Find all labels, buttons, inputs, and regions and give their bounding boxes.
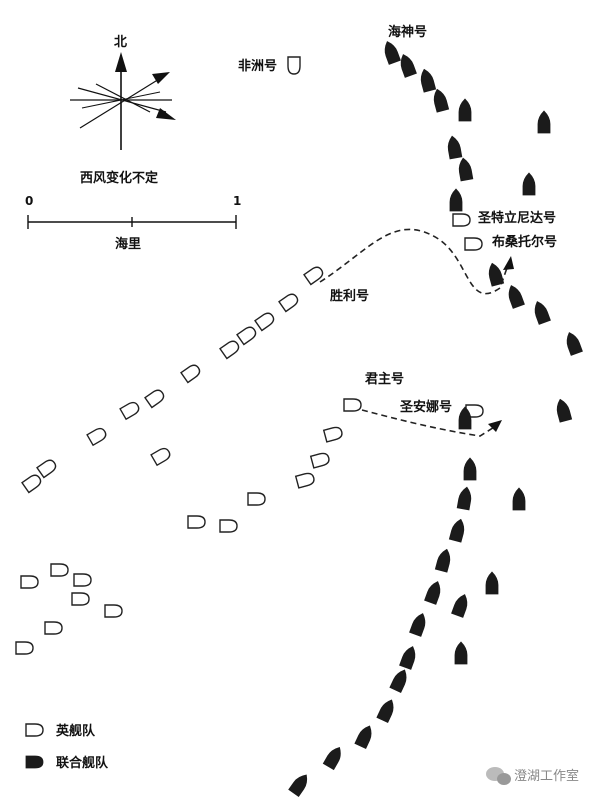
combined-ship	[451, 592, 471, 618]
british-ship	[144, 387, 167, 409]
victory-maneuver-path	[319, 228, 509, 295]
combined-ship	[445, 134, 463, 160]
british-ship	[219, 519, 238, 533]
combined-ship	[448, 517, 468, 543]
british-ship	[119, 399, 142, 420]
combined-ship	[409, 611, 429, 637]
british-ship	[104, 604, 123, 618]
british-ship	[295, 471, 316, 489]
combined-ship	[553, 397, 573, 423]
british-ship	[71, 592, 90, 606]
combined-ship	[456, 485, 474, 511]
watermark-text: 澄湖工作室	[514, 768, 579, 784]
watermark: 澄湖工作室	[486, 767, 579, 785]
label-santisima-trinidad: 圣特立尼达号	[478, 210, 556, 226]
combined-ship	[454, 641, 468, 665]
legend-combined-symbol	[25, 755, 44, 769]
british-ship	[452, 213, 471, 227]
combined-ship	[381, 39, 401, 65]
british-ship	[20, 575, 39, 589]
british-ship	[219, 338, 242, 360]
british-ship	[73, 573, 92, 587]
scale-bar: 0 1 海里	[25, 194, 241, 252]
british-ship	[310, 451, 331, 469]
victory-path-arrow	[503, 256, 514, 270]
combined-ship	[399, 644, 419, 670]
legend-british-label: 英舰队	[55, 723, 96, 739]
scale-start-label: 0	[25, 194, 33, 208]
combined-ship	[537, 110, 551, 134]
combined-ship	[522, 172, 536, 196]
compass: 北 西风变化不定	[70, 35, 176, 186]
sovereign-path-arrow	[488, 420, 502, 432]
combined-ship	[512, 487, 526, 511]
british-ship	[36, 457, 59, 479]
combined-ship	[376, 696, 398, 724]
british-ship	[180, 362, 203, 384]
british-ship	[254, 310, 277, 332]
label-africa: 非洲号	[238, 58, 277, 74]
wechat-icon	[486, 767, 511, 785]
combined-ship	[288, 771, 312, 797]
combined-ship	[417, 67, 437, 93]
label-bucentaure: 布桑托尔号	[492, 234, 557, 250]
british-ship	[464, 237, 483, 251]
british-ship	[278, 291, 301, 313]
compass-north-label: 北	[114, 35, 127, 50]
combined-ship	[430, 87, 450, 113]
combined-ship	[434, 547, 454, 573]
label-neptune: 海神号	[388, 24, 427, 40]
combined-ship	[449, 188, 463, 212]
british-ship	[15, 641, 34, 655]
british-ship	[150, 445, 173, 466]
british-ship	[21, 472, 44, 494]
combined-ship	[531, 299, 551, 325]
legend-combined-label: 联合舰队	[56, 755, 109, 771]
british-fleet	[15, 56, 484, 655]
combined-ship	[456, 156, 474, 182]
british-ship	[86, 425, 109, 446]
label-santa-ana: 圣安娜号	[400, 399, 452, 415]
combined-ship	[505, 283, 525, 309]
british-ship	[50, 563, 69, 577]
combined-ship	[322, 743, 346, 771]
british-ship	[187, 515, 206, 529]
legend-british-symbol	[25, 723, 44, 737]
wind-note: 西风变化不定	[80, 170, 158, 186]
british-ship	[343, 398, 362, 412]
combined-ship	[485, 571, 499, 595]
combined-ship	[485, 261, 505, 287]
combined-ship	[354, 722, 376, 750]
combined-ship	[463, 457, 477, 481]
legend: 英舰队 联合舰队	[25, 723, 109, 771]
combined-ship	[397, 52, 417, 78]
label-royal-sovereign: 君主号	[365, 371, 404, 387]
british-ship	[287, 56, 301, 75]
label-victory: 胜利号	[330, 288, 369, 304]
british-ship	[247, 492, 266, 506]
british-ship	[323, 425, 344, 443]
combined-ship	[458, 98, 472, 122]
british-ship	[236, 324, 259, 346]
sovereign-maneuver-path	[361, 409, 497, 437]
combined-fleet	[288, 39, 583, 797]
scale-unit-label: 海里	[115, 236, 141, 252]
combined-ship	[389, 666, 411, 694]
combined-ship	[424, 579, 444, 605]
scale-end-label: 1	[233, 194, 241, 208]
combined-ship	[563, 330, 583, 356]
british-ship	[44, 621, 63, 635]
